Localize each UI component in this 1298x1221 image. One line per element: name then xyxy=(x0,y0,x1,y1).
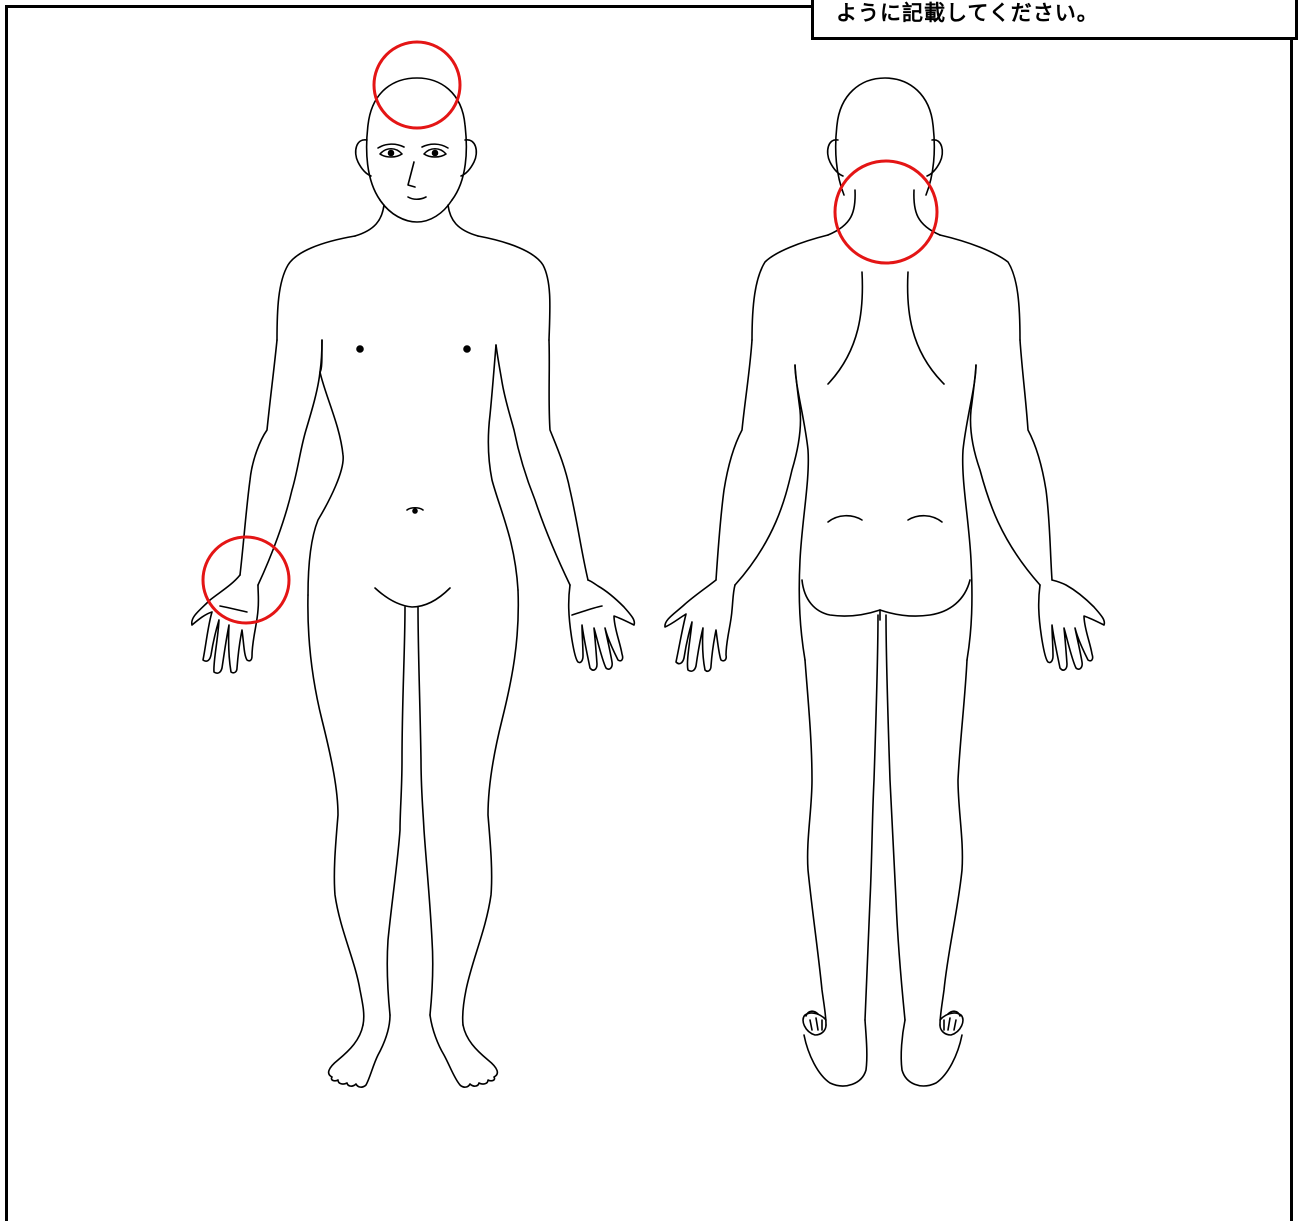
front-body-figure xyxy=(192,78,635,1087)
instruction-box: ように記載してください。 xyxy=(811,0,1298,40)
mark-front-right-wrist xyxy=(203,537,289,623)
front-eyes xyxy=(378,144,448,157)
mark-back-neck xyxy=(835,161,937,263)
back-body-figure xyxy=(665,78,1104,1086)
instruction-text: ように記載してください。 xyxy=(836,0,1099,27)
mark-front-head xyxy=(374,42,460,128)
